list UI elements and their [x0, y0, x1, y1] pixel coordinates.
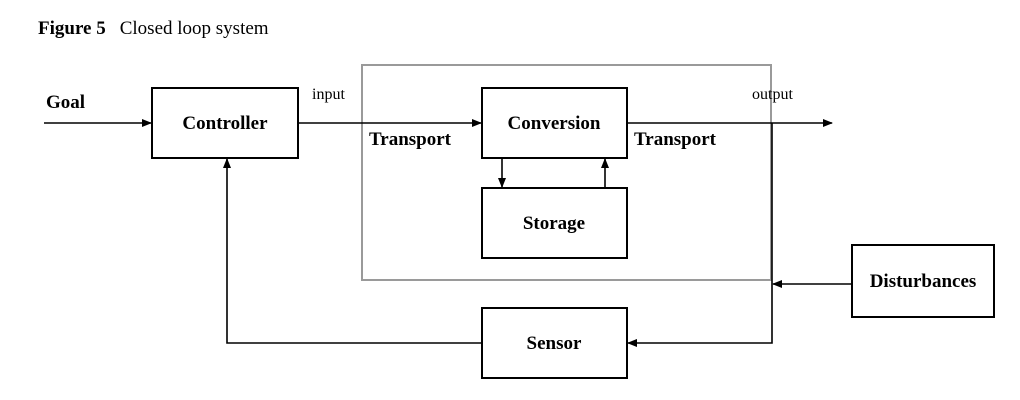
- transport-left-label: Transport: [369, 129, 452, 150]
- figure-number: Figure 5: [38, 18, 106, 39]
- sensor-block: [481, 307, 628, 379]
- controller-label: Controller: [182, 113, 268, 134]
- conversion-label: Conversion: [508, 113, 601, 134]
- goal-label: Goal: [46, 92, 85, 113]
- figure-title: Closed loop system: [119, 18, 269, 39]
- sensor-label: Sensor: [527, 333, 582, 354]
- disturbances-block: [851, 244, 995, 318]
- process-frame: [361, 64, 772, 281]
- figure-caption: Figure 5 Closed loop system: [38, 18, 269, 40]
- storage-label: Storage: [523, 213, 585, 234]
- input-label: input: [312, 86, 345, 103]
- controller-block: [151, 87, 299, 159]
- sensor-feedback-arrow: [223, 158, 482, 344]
- storage-block: [481, 187, 628, 259]
- output-to-sensor-arrow: [627, 123, 773, 347]
- disturbances-label: Disturbances: [870, 271, 977, 292]
- transport-right-label: Transport: [634, 129, 717, 150]
- output-label: output: [752, 86, 793, 103]
